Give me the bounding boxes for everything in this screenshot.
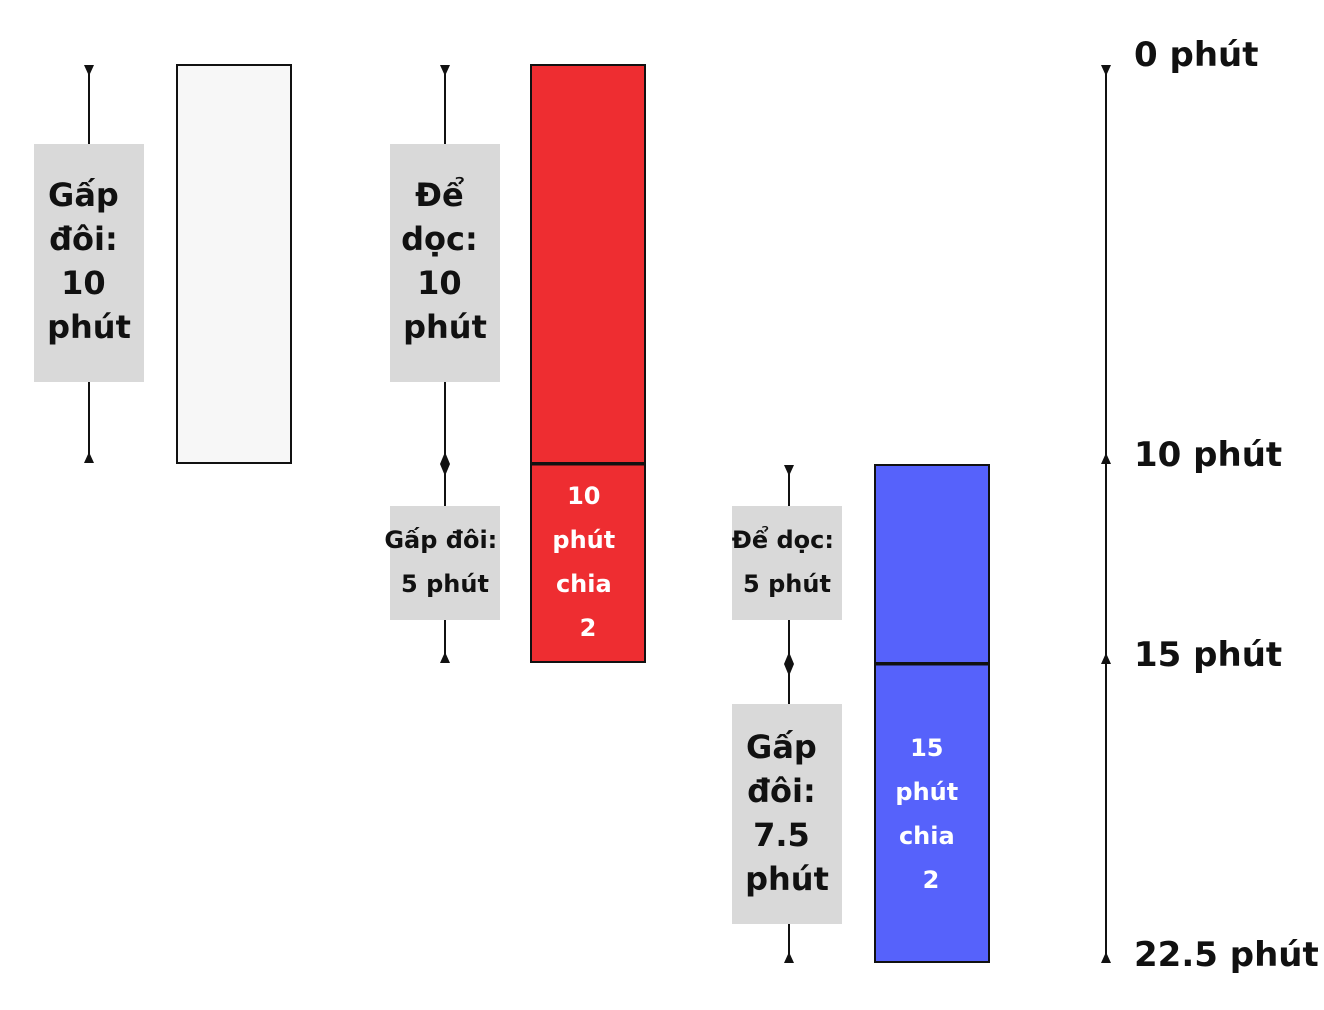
col1-label-line: 10 — [61, 264, 106, 302]
col3-bottom-label: Gấp đôi: 7.5 phút — [745, 728, 829, 898]
col1-label-line: phút — [47, 308, 131, 346]
col3-arrow-bottom — [784, 952, 794, 963]
col3-block-text-line: 2 — [923, 866, 940, 894]
col3-bottom-label-line: Gấp — [746, 728, 817, 766]
timeline-axis — [1101, 65, 1111, 963]
col3-top-label: Để dọc: 5 phút — [732, 524, 843, 598]
col3-block-text-line: phút — [895, 778, 958, 806]
col2-top-label: Để dọc: 10 phút — [401, 176, 489, 346]
col2-red-block-top — [530, 64, 646, 464]
col3-bottom-label-line: phút — [745, 860, 829, 898]
timeline-tick-label: 0 phút — [1134, 35, 1259, 75]
col1-label-box — [34, 144, 144, 382]
col3-block-text: 15 phút chia 2 — [895, 734, 966, 894]
col2-red-block-bottom — [530, 463, 646, 663]
col2-bottom-label: Gấp đôi: 5 phút — [384, 526, 505, 598]
col3-diamond — [784, 652, 794, 676]
col2-top-label-line: Để — [415, 176, 464, 214]
timeline-arrow-bottom — [1101, 952, 1111, 963]
col3-blue-block-bottom — [874, 663, 990, 963]
col3-block-text-line: chia — [899, 822, 955, 850]
col2-bottom-label-line: 5 phút — [401, 570, 489, 598]
col3-bottom-label-line: 7.5 — [753, 816, 810, 854]
col1-white-block — [176, 64, 292, 464]
timeline-arrow-15 — [1101, 653, 1111, 664]
col2-block-text-line: 10 — [567, 482, 600, 510]
col2-block-text-line: phút — [552, 526, 615, 554]
col3-block-text-line: 15 — [910, 734, 943, 762]
col2-bottom-label-line: Gấp đôi: — [384, 526, 497, 554]
col2-top-label-box — [390, 144, 500, 382]
col2-bottom-label-box — [390, 506, 500, 620]
col3-top-label-line: 5 phút — [743, 570, 831, 598]
col1-label: Gấp đôi: 10 phút — [47, 176, 131, 346]
col2-top-label-line: 10 — [417, 264, 462, 302]
col1-arrow-bottom — [84, 452, 94, 463]
col3-bottom-label-box — [732, 704, 842, 924]
timeline-arrow-top — [1101, 65, 1111, 76]
col3-bottom-label-line: đôi: — [747, 772, 816, 810]
col1-arrow-top — [84, 65, 94, 76]
col2-block-text-line: 2 — [580, 614, 597, 642]
col1-label-line: Gấp — [48, 176, 119, 214]
col2-arrow-bottom — [440, 652, 450, 663]
col2-top-label-line: phút — [403, 308, 487, 346]
col1-label-line: đôi: — [49, 220, 118, 258]
col2-diamond — [440, 452, 450, 476]
col2-arrow-top — [440, 65, 450, 76]
col3-blue-block-top — [874, 464, 990, 664]
timeline-tick-label: 15 phút — [1134, 635, 1282, 675]
timeline-arrow-10 — [1101, 453, 1111, 464]
col2-top-label-line: dọc: — [401, 220, 478, 258]
col3-top-label-line: Để dọc: — [732, 524, 834, 554]
col3-arrow-top — [784, 465, 794, 476]
col2-block-text-line: chia — [556, 570, 612, 598]
timeline-tick-label: 22.5 phút — [1134, 935, 1319, 975]
col3-top-label-box — [732, 506, 842, 620]
col2-block-text: 10 phút chia 2 — [552, 482, 623, 642]
timeline-tick-label: 10 phút — [1134, 435, 1282, 475]
